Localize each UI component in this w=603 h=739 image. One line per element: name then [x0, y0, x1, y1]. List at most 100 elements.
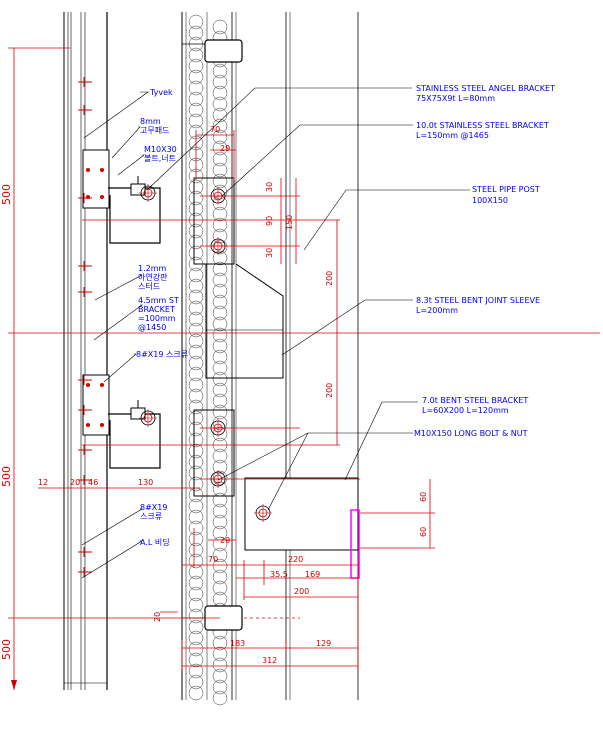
dim-200-a: 200 — [325, 271, 334, 286]
insulation-circle — [188, 410, 204, 426]
insulation-circle — [212, 217, 228, 233]
insulation-circle — [188, 454, 204, 470]
label-screw-1: 8#X19 스크류 — [136, 350, 188, 359]
label-angle-bracket-1: STAINLESS STEEL ANGEL BRACKET — [416, 84, 555, 93]
upper-bracket — [82, 149, 161, 244]
label-bolt-2: 볼트,너트 — [144, 153, 176, 163]
insulation-circle — [212, 283, 228, 299]
insulation-circle — [212, 74, 228, 90]
label-long-bolt: M10X150 LONG BOLT & NUT — [414, 429, 528, 438]
insulation-circle — [188, 597, 204, 613]
insulation-circle — [188, 113, 204, 129]
insulation-circle — [188, 476, 204, 492]
insulation-circle — [188, 344, 204, 360]
dim-35-5: 35.5 — [270, 570, 288, 579]
insulation-circle — [212, 250, 228, 266]
insulation-circle — [188, 652, 204, 668]
dim-169: 169 — [305, 570, 320, 579]
insulation-circle — [212, 690, 228, 706]
dimension-text: 500 500 500 70 29 30 90 30 150 200 200 1… — [0, 125, 428, 665]
insulation-circle — [188, 223, 204, 239]
dim-70-top: 70 — [210, 125, 220, 134]
insulation-circle — [212, 338, 228, 354]
label-stbracket-1: 4.5mm ST — [138, 296, 179, 305]
dim-20-small: 20 — [153, 612, 162, 622]
insulation-circle — [188, 542, 204, 558]
insulation-circle — [212, 107, 228, 123]
label-plate-1: 8mm — [140, 117, 161, 126]
label-sheet-2: 아연강판 — [138, 272, 168, 282]
insulation-circle — [188, 388, 204, 404]
dim-500-top: 500 — [0, 184, 13, 205]
dim-220: 220 — [288, 555, 303, 564]
insulation-circle — [188, 80, 204, 96]
wall-fixing-mark — [78, 105, 92, 115]
insulation-circle — [188, 421, 204, 437]
insulation-circle — [188, 289, 204, 305]
insulation-circle — [188, 322, 204, 338]
insulation-circle — [212, 85, 228, 101]
dim-70-bot: 70 — [208, 555, 218, 564]
dim-30-a: 30 — [265, 182, 274, 192]
insulation-circle — [188, 432, 204, 448]
dim-200-b: 200 — [325, 383, 334, 398]
label-screw2-2: 스크류 — [140, 512, 162, 521]
insulation-circle — [188, 201, 204, 217]
insulation-circle — [212, 151, 228, 167]
insulation-circle — [188, 179, 204, 195]
label-tyvek: Tyvek — [149, 88, 173, 97]
insulation-circle — [212, 404, 228, 420]
dimension-lines — [8, 47, 600, 690]
insulation-circle — [212, 184, 228, 200]
label-sleeve-2: L=200mm — [416, 306, 458, 315]
insulation-circle — [212, 162, 228, 178]
dim-200-c: 200 — [294, 587, 309, 596]
insulation-circle — [188, 311, 204, 327]
insulation-circle — [212, 558, 228, 574]
insulation-circle — [212, 371, 228, 387]
label-stbracket-4: @1450 — [138, 323, 166, 332]
insulation-circle — [212, 19, 228, 35]
dim-90: 90 — [265, 216, 274, 226]
leader-lines — [81, 87, 470, 579]
wall-fixing-mark — [78, 405, 92, 415]
insulation-circle — [188, 399, 204, 415]
insulation-circle — [188, 245, 204, 261]
label-screw2-1: 8#X19 — [140, 503, 167, 512]
dim-29-top: 29 — [220, 144, 230, 153]
wall-fixing-mark — [78, 261, 92, 271]
wall-fixing-mark — [78, 475, 92, 485]
dim-60-b: 60 — [419, 527, 428, 537]
wall-fixing-mark — [78, 445, 92, 455]
insulation-circle — [188, 377, 204, 393]
post-bracket-upper — [193, 177, 235, 265]
wall-fixing-mark — [78, 77, 92, 87]
insulation-circle — [212, 129, 228, 145]
lower-bracket — [82, 374, 161, 469]
insulation-circle — [212, 591, 228, 607]
insulation-circle — [188, 520, 204, 536]
label-pipe-post-1: STEEL PIPE POST — [472, 185, 540, 194]
joint-sleeve — [205, 263, 284, 379]
insulation-circle — [212, 448, 228, 464]
insulation-circle — [188, 69, 204, 85]
insulation-circle — [212, 536, 228, 552]
wall-lines — [63, 12, 108, 690]
insulation-circle — [212, 657, 228, 673]
insulation-circle — [212, 635, 228, 651]
wall-fixing-mark — [78, 375, 92, 385]
insulation-circle — [188, 366, 204, 382]
label-sheet-3: 스터드 — [138, 282, 160, 291]
insulation-circle — [212, 305, 228, 321]
insulation-circle — [212, 481, 228, 497]
insulation-circle — [188, 300, 204, 316]
insulation-circle — [188, 58, 204, 74]
insulation-circle — [212, 547, 228, 563]
insulation-circle — [188, 509, 204, 525]
insulation-circle — [188, 641, 204, 657]
bolt-icon — [139, 409, 157, 427]
insulation-circle — [188, 608, 204, 624]
insulation-circle — [212, 668, 228, 684]
insulation-circle — [212, 118, 228, 134]
insulation-circle — [212, 360, 228, 376]
